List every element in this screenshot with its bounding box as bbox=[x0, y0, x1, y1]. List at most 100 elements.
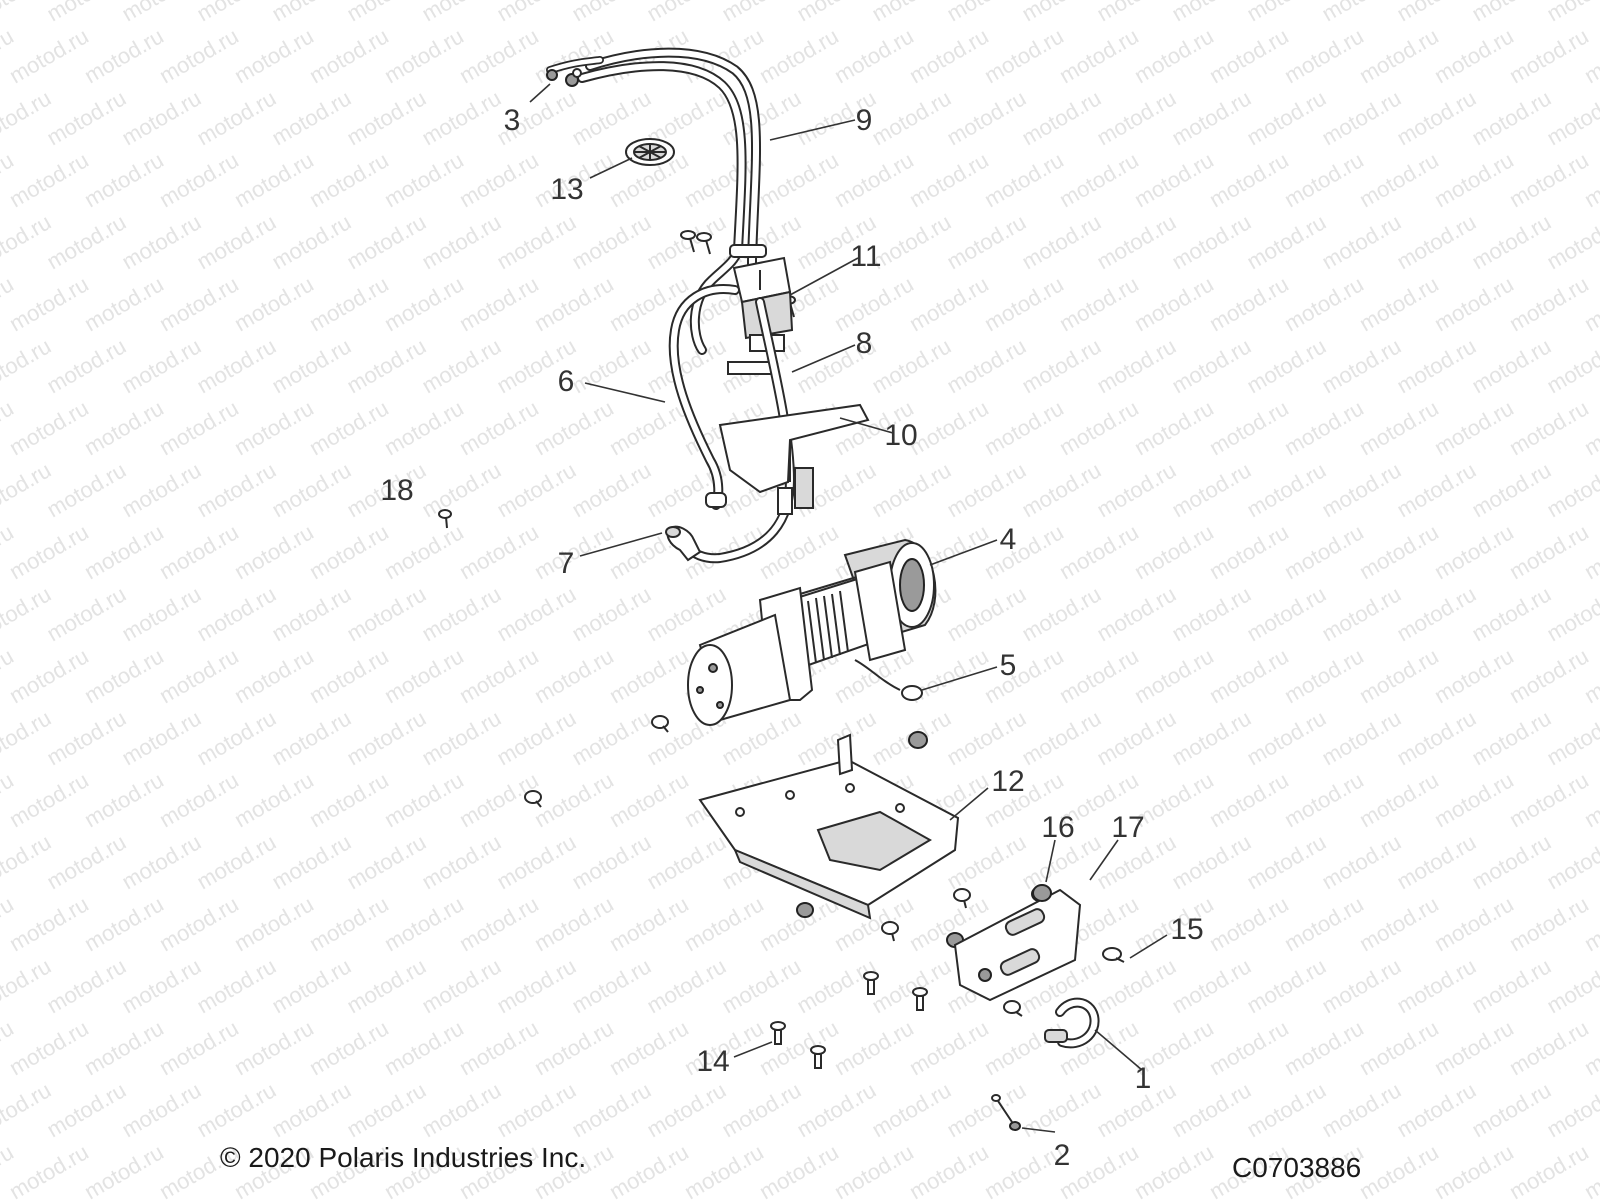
part-12-mounting-plate bbox=[698, 733, 960, 920]
watermark-text: motod.ru bbox=[1355, 23, 1443, 88]
watermark-text: motod.ru bbox=[1505, 519, 1593, 584]
watermark-text: motod.ru bbox=[268, 953, 356, 1018]
watermark-text: motod.ru bbox=[5, 519, 93, 584]
watermark-text: motod.ru bbox=[5, 271, 93, 336]
watermark-text: motod.ru bbox=[1543, 209, 1600, 274]
callout-11: 11 bbox=[850, 240, 881, 273]
watermark-text: motod.ru bbox=[643, 209, 731, 274]
watermark-text: motod.ru bbox=[343, 705, 431, 770]
watermark-text: motod.ru bbox=[268, 333, 356, 398]
watermark-text: motod.ru bbox=[230, 643, 318, 708]
watermark-text: motod.ru bbox=[905, 1139, 993, 1200]
watermark-text: motod.ru bbox=[1430, 767, 1518, 832]
watermark-text: motod.ru bbox=[80, 147, 168, 212]
watermark-text: motod.ru bbox=[1243, 705, 1331, 770]
watermark-text: motod.ru bbox=[605, 1015, 693, 1080]
watermark-text: motod.ru bbox=[1280, 767, 1368, 832]
watermark-text: motod.ru bbox=[268, 705, 356, 770]
watermark-text: motod.ru bbox=[530, 395, 618, 460]
watermark-text: motod.ru bbox=[1430, 1015, 1518, 1080]
watermark-text: motod.ru bbox=[1018, 457, 1106, 522]
watermark-text: motod.ru bbox=[605, 767, 693, 832]
watermark-text: motod.ru bbox=[230, 271, 318, 336]
watermark-text: motod.ru bbox=[5, 395, 93, 460]
watermark-text: motod.ru bbox=[155, 271, 243, 336]
watermark-text: motod.ru bbox=[1468, 1077, 1556, 1142]
part-4-winch bbox=[687, 538, 937, 726]
watermark-text: motod.ru bbox=[493, 953, 581, 1018]
watermark-text: motod.ru bbox=[980, 271, 1068, 336]
watermark-text: motod.ru bbox=[1430, 147, 1518, 212]
watermark-text: motod.ru bbox=[1355, 271, 1443, 336]
watermark-text: motod.ru bbox=[1205, 891, 1293, 956]
watermark-text: motod.ru bbox=[193, 457, 281, 522]
watermark-text: motod.ru bbox=[305, 271, 393, 336]
watermark-text: motod.ru bbox=[230, 1015, 318, 1080]
part-7-terminal-boot bbox=[665, 525, 702, 562]
callout-3: 3 bbox=[504, 104, 521, 137]
watermark-text: motod.ru bbox=[305, 147, 393, 212]
watermark-text: motod.ru bbox=[1018, 1077, 1106, 1142]
watermark-text: motod.ru bbox=[230, 891, 318, 956]
watermark-text: motod.ru bbox=[905, 1015, 993, 1080]
watermark-text: motod.ru bbox=[905, 271, 993, 336]
watermark-text: motod.ru bbox=[1393, 209, 1481, 274]
watermark-text: motod.ru bbox=[1168, 705, 1256, 770]
watermark-text: motod.ru bbox=[455, 1015, 543, 1080]
watermark-text: motod.ru bbox=[1355, 147, 1443, 212]
watermark-text: motod.ru bbox=[718, 1077, 806, 1142]
watermark-text: motod.ru bbox=[755, 519, 843, 584]
watermark-text: motod.ru bbox=[1055, 519, 1143, 584]
watermark-text: motod.ru bbox=[1318, 209, 1406, 274]
watermark-text: motod.ru bbox=[1168, 209, 1256, 274]
watermark-text: motod.ru bbox=[455, 271, 543, 336]
watermark-text: motod.ru bbox=[155, 519, 243, 584]
watermark-text: motod.ru bbox=[268, 457, 356, 522]
watermark-text: motod.ru bbox=[380, 395, 468, 460]
watermark-text: motod.ru bbox=[80, 1139, 168, 1200]
watermark-text: motod.ru bbox=[1205, 23, 1293, 88]
watermark-text: motod.ru bbox=[868, 85, 956, 150]
watermark-text: motod.ru bbox=[43, 85, 131, 150]
watermark-text: motod.ru bbox=[1055, 23, 1143, 88]
watermark-text: motod.ru bbox=[1318, 1077, 1406, 1142]
watermark-text: motod.ru bbox=[980, 147, 1068, 212]
watermark-text: motod.ru bbox=[118, 209, 206, 274]
watermark-text: motod.ru bbox=[418, 705, 506, 770]
watermark-text: motod.ru bbox=[43, 457, 131, 522]
watermark-text: motod.ru bbox=[1468, 581, 1556, 646]
callout-12: 12 bbox=[991, 765, 1024, 798]
watermark-text: motod.ru bbox=[1168, 333, 1256, 398]
watermark-text: motod.ru bbox=[193, 705, 281, 770]
watermark-text: motod.ru bbox=[1055, 395, 1143, 460]
watermark-text: motod.ru bbox=[1055, 271, 1143, 336]
watermark-text: motod.ru bbox=[118, 953, 206, 1018]
watermark-text: motod.ru bbox=[1318, 581, 1406, 646]
watermark-text: motod.ru bbox=[1430, 23, 1518, 88]
watermark-text: motod.ru bbox=[530, 271, 618, 336]
watermark-text: motod.ru bbox=[1505, 891, 1593, 956]
watermark-text: motod.ru bbox=[643, 1077, 731, 1142]
callout-labels: 1 2 3 4 5 6 7 8 9 10 11 12 13 14 15 16 1… bbox=[380, 104, 1203, 1172]
callout-9: 9 bbox=[856, 104, 873, 137]
watermark-text: motod.ru bbox=[1318, 705, 1406, 770]
watermark-text: motod.ru bbox=[1505, 271, 1593, 336]
watermark-text: motod.ru bbox=[380, 519, 468, 584]
watermark-text: motod.ru bbox=[0, 829, 55, 894]
watermark-text: motod.ru bbox=[268, 1077, 356, 1142]
callout-5: 5 bbox=[1000, 649, 1017, 682]
part-18-screw bbox=[438, 509, 452, 529]
watermark-text: motod.ru bbox=[1280, 643, 1368, 708]
watermark-text: motod.ru bbox=[1243, 209, 1331, 274]
watermark-text: motod.ru bbox=[455, 519, 543, 584]
watermark-text: motod.ru bbox=[118, 829, 206, 894]
watermark-text: motod.ru bbox=[418, 829, 506, 894]
watermark-text: motod.ru bbox=[0, 953, 55, 1018]
watermark-text: motod.ru bbox=[418, 209, 506, 274]
watermark-text: motod.ru bbox=[80, 891, 168, 956]
watermark-text: motod.ru bbox=[80, 767, 168, 832]
watermark-text: motod.ru bbox=[230, 395, 318, 460]
watermark-text: motod.ru bbox=[268, 581, 356, 646]
watermark-text: motod.ru bbox=[943, 457, 1031, 522]
callout-10: 10 bbox=[884, 419, 917, 452]
